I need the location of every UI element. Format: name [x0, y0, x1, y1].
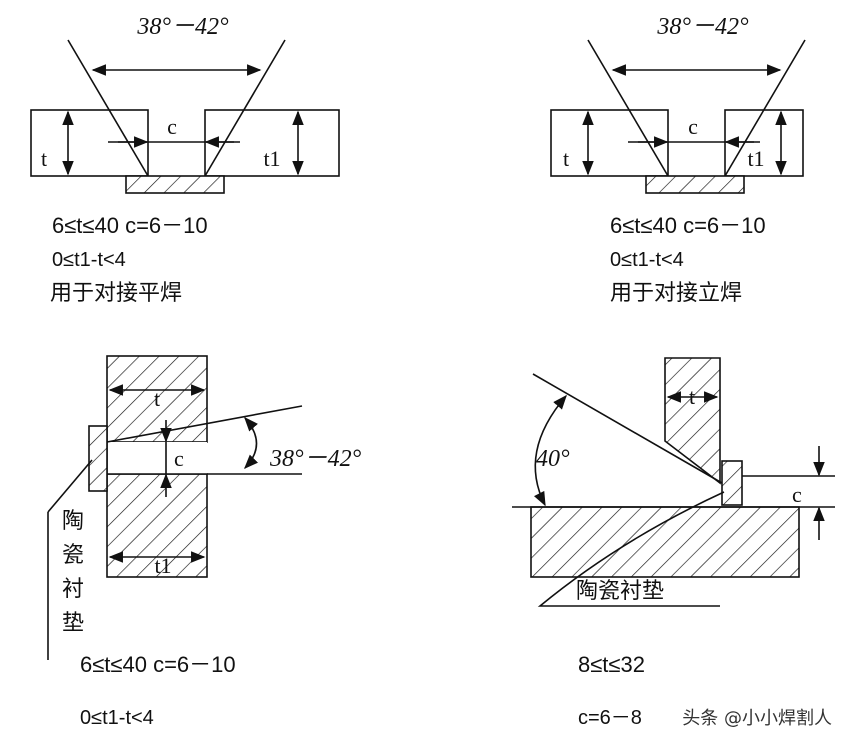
plate-top [106, 355, 208, 443]
backing-char-2: 瓷 [62, 543, 84, 568]
tjoint-gap-label: c [792, 482, 802, 507]
angle-arc [244, 416, 259, 470]
backing-leader [537, 491, 725, 607]
backing-char-1: 陶 [62, 509, 84, 534]
panel-vertical-butt [550, 39, 806, 194]
vertical-plate [664, 357, 721, 485]
tjoint-thick-label: t [689, 384, 695, 409]
horizontal-gap-label: c [174, 446, 184, 471]
horizontal-thick-top-label: t [154, 386, 160, 411]
tjoint-param-line1: 8≤t≤32 [578, 652, 645, 677]
ceramic-backing [721, 460, 743, 506]
vertical-thick-left-label: t [563, 146, 569, 171]
panel-t-joint [512, 357, 835, 607]
backing-char-3: 衬 [62, 577, 84, 602]
groove-face-left [67, 39, 149, 177]
horizontal-backing-label: 陶 瓷 衬 垫 [62, 509, 84, 636]
tjoint-backing-label: 陶瓷衬垫 [576, 579, 664, 604]
backing-strip [125, 175, 225, 194]
flat-gap-label: c [167, 114, 177, 139]
plate-left [30, 109, 149, 177]
ceramic-backing [88, 425, 108, 492]
base-plate [530, 506, 800, 578]
horizontal-thick-bottom-label: t1 [154, 553, 171, 578]
vertical-gap-label: c [688, 114, 698, 139]
flat-param-line1: 6≤t≤40 c=6－10 [52, 213, 208, 238]
horizontal-angle-label: 38°－42° [269, 446, 362, 472]
vertical-param-line2: 0≤t1-t<4 [610, 249, 684, 271]
vertical-thick-right-label: t1 [747, 146, 764, 171]
vertical-angle-label: 38°－42° [656, 14, 749, 40]
gap-clearance [107, 442, 207, 474]
flat-thick-left-label: t [41, 146, 47, 171]
groove-face-right [204, 39, 286, 177]
backing-char-4: 垫 [62, 611, 84, 636]
flat-thick-right-label: t1 [263, 146, 280, 171]
flat-usage-label: 用于对接平焊 [50, 281, 182, 306]
horizontal-param-line2: 0≤t1-t<4 [80, 707, 154, 729]
horizontal-param-line1: 6≤t≤40 c=6－10 [80, 652, 236, 677]
groove-upper-face [106, 405, 303, 443]
flat-param-line2: 0≤t1-t<4 [52, 249, 126, 271]
panel-flat-butt [30, 39, 340, 194]
angle-arc [533, 394, 567, 507]
vertical-usage-label: 用于对接立焊 [610, 281, 742, 306]
tjoint-param-line2: c=6－8 [578, 707, 642, 729]
backing-leader [47, 459, 93, 513]
groove-face-right [724, 39, 806, 177]
panel-horizontal-butt [47, 355, 303, 660]
watermark: 头条 @小小焊割人 [682, 708, 832, 729]
groove-face-left [587, 39, 669, 177]
vertical-param-line1: 6≤t≤40 c=6－10 [610, 213, 766, 238]
flat-angle-label: 38°－42° [136, 14, 229, 40]
bevel-face [532, 373, 723, 484]
backing-strip [645, 175, 745, 194]
tjoint-angle-label: 40° [536, 446, 570, 472]
